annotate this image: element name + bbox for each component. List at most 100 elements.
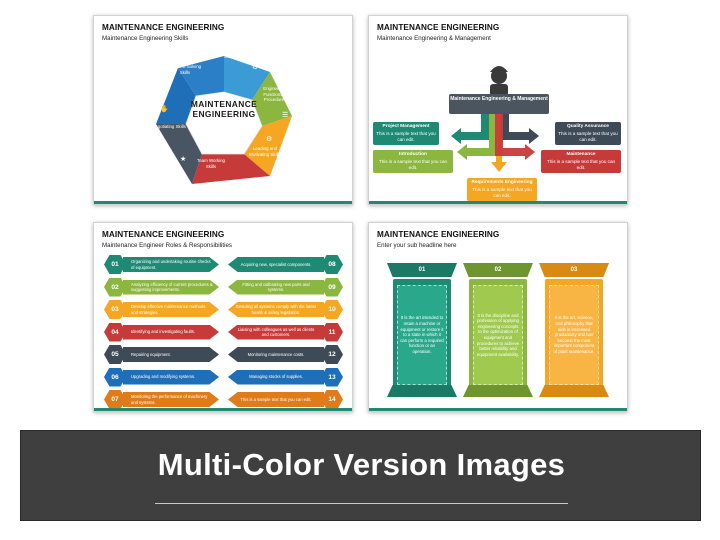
- role-row: Acquiring new, specialist components.08: [228, 255, 343, 274]
- slide-title: MAINTENANCE ENGINEERING: [102, 23, 225, 32]
- management-banner: Maintenance Engineering & Management: [449, 94, 549, 114]
- role-text: Monitoring the performance of machinery …: [123, 392, 219, 407]
- wheel-center-title: MAINTENANCE ENGINEERING: [190, 99, 258, 119]
- gears-icon: ⚙: [252, 64, 259, 71]
- arrow-red: [495, 114, 535, 160]
- role-text: Organizing and undertaking routine check…: [123, 257, 219, 272]
- role-number: 13: [321, 367, 343, 387]
- role-number: 14: [321, 390, 343, 409]
- segment-label-problem: Problem-Solving Skills: [168, 64, 202, 75]
- slide-title: MAINTENANCE ENGINEERING: [377, 230, 500, 239]
- slide-maintenance-skills[interactable]: MAINTENANCE ENGINEERING Maintenance Engi…: [93, 15, 353, 205]
- segment-engineering: [252, 72, 292, 126]
- segment-label-negotiating: Negotiating Skills: [152, 124, 186, 129]
- role-row: Fitting and calibrating new parts and sy…: [228, 277, 343, 297]
- box-requirements-engineering: Requirements Engineering This is a sampl…: [467, 178, 537, 202]
- role-number: 01: [104, 255, 126, 274]
- role-text: Ensuring all systems comply with the lat…: [228, 302, 324, 317]
- multi-color-banner: Multi-Color Version Images: [20, 430, 701, 521]
- center-hexagon: [185, 91, 263, 155]
- people-icon: ☺: [206, 48, 214, 55]
- definition-column: 03 It is the art, science, and philosophy…: [539, 263, 609, 399]
- role-text: Upgrading and modifying systems.: [123, 369, 219, 385]
- box-heading: Project Management: [382, 124, 430, 129]
- column-foot: [387, 385, 457, 397]
- column-body: It is the art intended to retain a machi…: [393, 279, 451, 391]
- slide-roles-responsibilities[interactable]: MAINTENANCE ENGINEERING Maintenance Engi…: [93, 222, 353, 412]
- column-body: It is the art, science, and philosophy t…: [545, 279, 603, 391]
- gear-icon: ⚙: [266, 136, 273, 143]
- banner-underline: [155, 503, 568, 504]
- arrow-dark: [501, 114, 539, 144]
- column-number: 03: [539, 263, 609, 277]
- definition-column: 02 It is the discipline and profession of…: [463, 263, 533, 399]
- column-foot: [463, 385, 533, 397]
- slide-subtitle: Maintenance Engineer Roles & Responsibil…: [102, 242, 233, 249]
- slide-definitions[interactable]: MAINTENANCE ENGINEERING Enter your sub h…: [368, 222, 628, 412]
- role-text: Develop effective maintenance methods an…: [123, 302, 219, 317]
- role-number: 11: [321, 322, 343, 342]
- role-number: 10: [321, 300, 343, 319]
- column-body: It is the discipline and profession of a…: [469, 279, 527, 391]
- slide-title: MAINTENANCE ENGINEERING: [377, 23, 500, 32]
- arrow-green: [457, 114, 497, 160]
- segment-leading: [244, 116, 292, 176]
- segment-problem: [156, 68, 196, 124]
- role-number: 12: [321, 345, 343, 364]
- slide-subtitle: Maintenance Engineering Skills: [102, 35, 189, 42]
- box-text: This is a sample text that you can edit.: [376, 131, 436, 143]
- role-number: 06: [104, 367, 126, 387]
- column-number: 02: [463, 263, 533, 277]
- box-text: This is a sample text that you can edit.: [472, 187, 532, 199]
- role-number: 07: [104, 390, 126, 409]
- segment-label-business: Business Skills: [224, 54, 254, 59]
- box-text: This is a sample text that you can edit.: [546, 159, 616, 171]
- slide-subtitle: Maintenance Engineering & Management: [377, 35, 491, 42]
- box-heading: Introduction: [399, 152, 427, 157]
- role-text: Liaising with colleagues as well as clie…: [228, 324, 324, 340]
- box-text: This is a sample text that you can edit.: [558, 131, 618, 143]
- box-heading: Quality Assurance: [567, 124, 609, 129]
- slide-subtitle: Enter your sub headline here: [377, 242, 457, 249]
- hard-hat-icon: [490, 66, 508, 72]
- arrow-teal: [451, 114, 489, 144]
- role-number: 02: [104, 277, 126, 297]
- role-text: Identifying and investigating faults.: [123, 324, 219, 340]
- box-project-management: Project Management This is a sample text…: [373, 122, 439, 146]
- banner-title: Multi-Color Version Images: [157, 447, 566, 482]
- role-text: Monitoring maintenance costs.: [228, 347, 324, 362]
- column-number: 01: [387, 263, 457, 277]
- role-text: Analyzing efficiency of current procedur…: [123, 279, 219, 295]
- role-text: Repairing equipment.: [123, 347, 219, 362]
- box-quality-assurance: Quality Assurance This is a sample text …: [555, 122, 621, 146]
- column-foot: [539, 385, 609, 397]
- column-text: It is the discipline and profession of a…: [473, 285, 523, 385]
- box-heading: Maintenance: [566, 152, 596, 157]
- checklist-icon: ☰: [282, 112, 289, 119]
- column-text: It is the art, science, and philosophy t…: [549, 285, 599, 385]
- role-number: 05: [104, 345, 126, 364]
- box-heading: Requirements Engineering: [471, 180, 533, 185]
- role-text: Fitting and calibrating new parts and sy…: [228, 279, 324, 295]
- role-number: 03: [104, 300, 126, 319]
- engineer-illustration: [451, 66, 539, 172]
- segment-label-leading: Leading and Motivating Skills: [249, 146, 281, 157]
- worker-body: [490, 84, 508, 96]
- column-text: It is the art intended to retain a machi…: [397, 285, 447, 385]
- slide-engineering-management[interactable]: MAINTENANCE ENGINEERING Maintenance Engi…: [368, 15, 628, 205]
- segment-business: [224, 56, 270, 100]
- segment-negotiating: [156, 124, 202, 184]
- segment-team: [192, 154, 270, 184]
- segment-label-team: Team Working Skills: [197, 158, 225, 169]
- handshake-icon: ✋: [160, 106, 169, 113]
- box-maintenance: Maintenance This is a sample text that y…: [541, 150, 621, 174]
- box-introduction: Introduction This is a sample text that …: [373, 150, 453, 174]
- role-text: Managing stocks of supplies.: [228, 369, 324, 385]
- role-text: This is a sample text that you can edit.: [228, 392, 324, 407]
